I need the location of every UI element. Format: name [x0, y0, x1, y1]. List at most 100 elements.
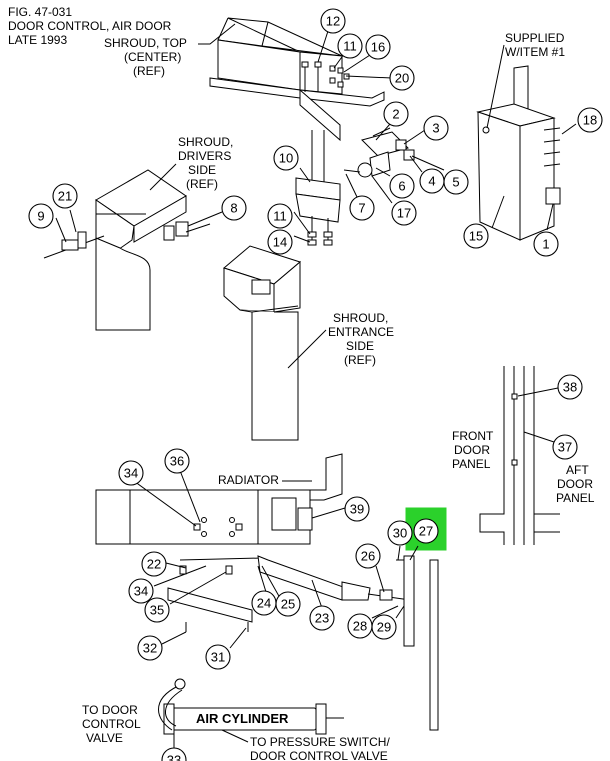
callout-11-top: 11	[337, 33, 363, 59]
to-door-label-2: CONTROL	[82, 717, 141, 731]
top-hardware	[301, 61, 350, 92]
callout-4: 4	[419, 168, 445, 194]
supplied-label-1: SUPPLIED	[505, 31, 565, 45]
door-bracket	[396, 555, 439, 731]
callout-34-top: 34	[118, 460, 144, 486]
callout-6: 6	[389, 173, 415, 199]
supplied-label-2: W/ITEM #1	[505, 45, 565, 59]
shroud-top-label-1: SHROUD, TOP	[104, 36, 187, 50]
callout-number: 35	[150, 603, 164, 618]
callout-number: 5	[452, 175, 459, 190]
callout-number: 36	[170, 454, 184, 469]
callout-number: 31	[211, 650, 225, 665]
callout-number: 39	[350, 502, 364, 517]
hinge-hardware	[43, 221, 211, 259]
callout-3: 3	[423, 115, 449, 141]
callout-28: 28	[347, 613, 373, 639]
front-door-label-2: DOOR	[454, 443, 490, 457]
shroud-drivers-leader	[149, 163, 177, 191]
callout-number: 23	[315, 611, 329, 626]
to-door-label-3: VALVE	[86, 731, 123, 745]
callout-number: 7	[358, 201, 365, 216]
shroud-top-leader	[198, 23, 236, 45]
callout-number: 34	[134, 584, 148, 599]
callout-number: 9	[37, 209, 44, 224]
callout-39: 39	[344, 496, 370, 522]
shroud-entrance-label-1: SHROUD,	[333, 311, 388, 325]
callout-16: 16	[365, 34, 391, 60]
callout-number: 32	[143, 641, 157, 656]
side-panel-15	[476, 65, 561, 241]
door-panels	[479, 366, 560, 545]
shroud-top-drawing	[209, 17, 385, 142]
callout-22: 22	[141, 551, 167, 577]
callout-number: 33	[167, 753, 181, 761]
callout-number: 34	[124, 466, 138, 481]
callout-7: 7	[349, 195, 375, 221]
callout-number: 37	[558, 440, 572, 455]
callout-37: 37	[552, 434, 578, 460]
callout-number: 22	[147, 557, 161, 572]
callout-8: 8	[221, 195, 247, 221]
callout-number: 15	[469, 229, 483, 244]
callout-26: 26	[355, 543, 381, 569]
callout-number: 11	[273, 209, 287, 224]
to-pressure-label-1: TO PRESSURE SWITCH/	[250, 735, 390, 749]
figure-number: FIG. 47-031	[8, 5, 72, 19]
callout-20: 20	[389, 65, 415, 91]
callout-number: 21	[58, 189, 72, 204]
to-door-label-1: TO DOOR	[82, 703, 138, 717]
callout-24: 24	[251, 590, 277, 616]
radiator-label: RADIATOR	[218, 473, 279, 487]
callout-15: 15	[463, 223, 489, 249]
supplied-leader	[486, 44, 505, 129]
callout-33: 33	[161, 747, 187, 761]
callout-number: 27	[419, 524, 433, 539]
callout-32: 32	[137, 635, 163, 661]
air-cylinder-detail	[158, 678, 344, 750]
callout-number: 28	[353, 619, 367, 634]
callout-number: 16	[371, 40, 385, 55]
callout-number: 1	[542, 237, 549, 252]
front-door-label-1: FRONT	[452, 429, 494, 443]
aft-door-label-1: AFT	[566, 463, 589, 477]
callout-31: 31	[205, 644, 231, 670]
shroud-drivers-label-2: DRIVERS	[178, 149, 231, 163]
callout-number: 3	[432, 121, 439, 136]
shroud-entrance-drawing	[222, 245, 302, 441]
callout-number: 11	[343, 39, 357, 54]
callout-9: 9	[28, 203, 54, 229]
callout-18: 18	[577, 107, 603, 133]
aft-door-label-2: DOOR	[557, 477, 593, 491]
air-cylinder-label: AIR CYLINDER	[196, 711, 289, 726]
callout-1: 1	[533, 231, 559, 257]
callout-5: 5	[443, 169, 469, 195]
callout-12: 12	[320, 8, 346, 34]
shroud-top-label-2: (CENTER)	[124, 50, 181, 64]
callout-number: 6	[398, 179, 405, 194]
callout-leaders	[55, 30, 577, 649]
callout-14: 14	[267, 229, 293, 255]
callout-35: 35	[144, 597, 170, 623]
figure-title-line: DOOR CONTROL, AIR DOOR	[8, 19, 172, 33]
shroud-entrance-label-2: ENTRANCE	[328, 325, 394, 339]
callout-number: 20	[395, 71, 409, 86]
radiator-drawing	[95, 453, 343, 545]
callout-number: 4	[428, 174, 435, 189]
shroud-drivers-label-1: SHROUD,	[178, 135, 233, 149]
shroud-drivers-label-3: SIDE	[188, 163, 216, 177]
callout-number: 8	[230, 201, 237, 216]
callout-number: 29	[377, 620, 391, 635]
callout-11-bottom: 11	[267, 203, 293, 229]
shroud-entrance-leader	[287, 329, 327, 369]
callout-number: 25	[281, 597, 295, 612]
callout-23: 23	[309, 605, 335, 631]
callout-number: 17	[397, 206, 411, 221]
callout-38: 38	[557, 374, 583, 400]
to-pressure-label-2: DOOR CONTROL VALVE	[250, 749, 388, 761]
callout-10: 10	[273, 145, 299, 171]
callout-number: 38	[563, 380, 577, 395]
shroud-top-label-3: (REF)	[133, 64, 165, 78]
shroud-entrance-label-4: (REF)	[344, 353, 376, 367]
